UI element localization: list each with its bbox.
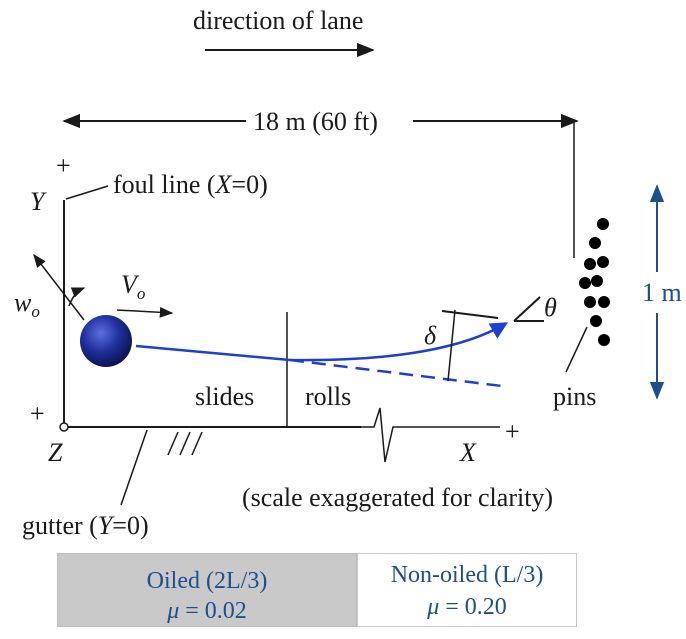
pin xyxy=(579,277,591,289)
straight-path-solid xyxy=(135,344,291,362)
y-axis-label: Y xyxy=(30,187,47,216)
spin-axis-arrow xyxy=(33,253,85,321)
slides-label: slides xyxy=(195,382,254,411)
pin xyxy=(590,315,602,327)
bowling-ball xyxy=(80,315,132,367)
spin-label: wo xyxy=(14,288,40,321)
pin xyxy=(584,296,596,308)
delta-top-tick xyxy=(441,310,499,319)
straight-path-dashed xyxy=(289,358,503,388)
z-axis-label: Z xyxy=(48,438,63,467)
delta-label: δ xyxy=(424,321,437,350)
pin xyxy=(584,258,596,270)
direction-label: direction of lane xyxy=(193,6,363,35)
velocity-label: Vo xyxy=(121,270,145,303)
oiled-region-label: Oiled (2L/3) xyxy=(146,568,268,594)
axis-break-symbol xyxy=(361,407,500,463)
pin xyxy=(597,218,609,230)
foul-line-label: foul line (X=0) xyxy=(113,170,268,199)
origin-marker xyxy=(59,422,69,432)
hook-path xyxy=(289,322,509,362)
spin-rotation-arrow xyxy=(68,287,86,307)
scale-note: (scale exaggerated for clarity) xyxy=(242,483,553,512)
delta-measure-line xyxy=(447,309,456,382)
foul-line-leader xyxy=(65,185,109,200)
x-axis-label: X xyxy=(459,438,477,467)
y-axis-plus: + xyxy=(56,151,71,180)
length-label: 18 m (60 ft) xyxy=(253,107,378,136)
pins-label: pins xyxy=(553,382,596,411)
pins-group xyxy=(579,218,610,346)
pin xyxy=(589,237,601,249)
theta-line-upper xyxy=(513,296,541,322)
oiled-region-legend: Oiled (2L/3) μ = 0.02 xyxy=(57,553,357,627)
gutter-hatch xyxy=(167,431,179,456)
width-label: 1 m xyxy=(642,278,682,307)
oiled-friction-value: μ = 0.02 xyxy=(167,598,247,624)
pin xyxy=(591,275,603,287)
gutter-leader xyxy=(120,429,148,506)
gutter-hatch xyxy=(191,431,203,456)
rolls-label: rolls xyxy=(305,382,351,411)
non-oiled-region-legend: Non-oiled (L/3) μ = 0.20 xyxy=(357,553,577,627)
x-axis-plus: + xyxy=(505,417,520,446)
non-oiled-region-label: Non-oiled (L/3) xyxy=(390,562,544,588)
pin xyxy=(597,256,609,268)
pin xyxy=(598,334,610,346)
gutter-hatch xyxy=(179,431,191,456)
theta-label: θ xyxy=(544,293,557,322)
non-oiled-friction-value: μ = 0.20 xyxy=(427,594,507,620)
gutter-label: gutter (Y=0) xyxy=(22,511,149,540)
velocity-arrow xyxy=(116,306,174,318)
pins-leader xyxy=(565,326,588,373)
y-zero-plus: + xyxy=(30,399,45,428)
pin xyxy=(598,296,610,308)
